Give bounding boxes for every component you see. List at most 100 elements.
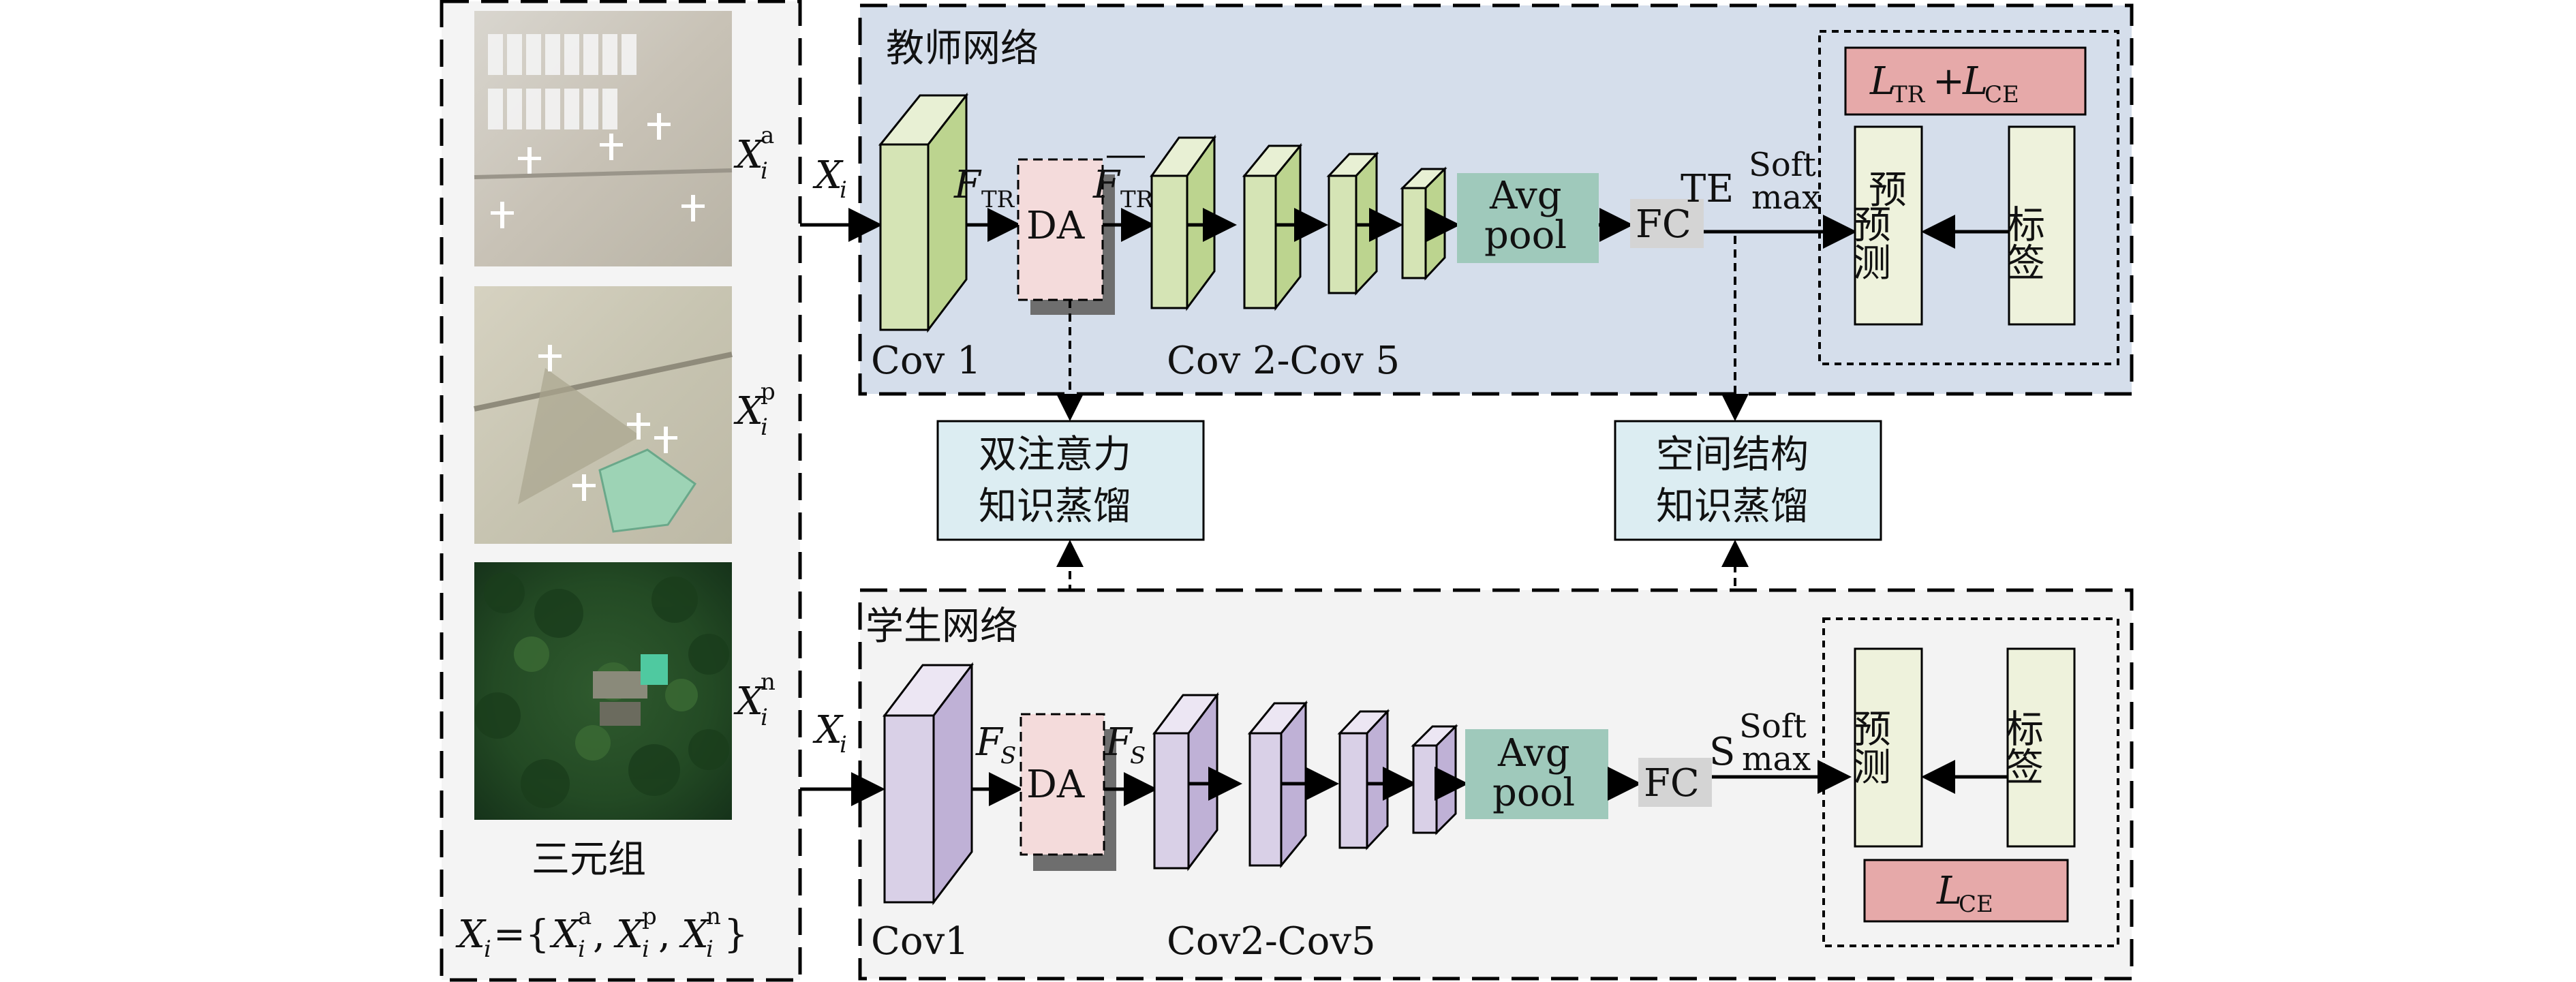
- negative-image: [474, 562, 732, 820]
- svg-text:X: X: [455, 912, 487, 957]
- svg-text:L: L: [1869, 59, 1895, 104]
- svg-text:知识蒸馏: 知识蒸馏: [1656, 485, 1809, 529]
- svg-text:FC: FC: [1636, 202, 1691, 247]
- svg-text:i: i: [761, 704, 768, 731]
- teacher-da-block: [1017, 158, 1104, 301]
- teacher-conv5-block: [1400, 166, 1447, 281]
- svg-text:i: i: [761, 414, 768, 441]
- teacher-title: 教师网络: [886, 27, 1039, 71]
- spatial-distill-box: [1614, 420, 1882, 541]
- svg-text:CE: CE: [1959, 891, 1993, 918]
- svg-text:,: ,: [593, 912, 605, 957]
- student-loss-formula: L CE: [1936, 869, 1993, 918]
- svg-text:X: X: [733, 133, 765, 177]
- dual-attention-distill-box: [936, 420, 1205, 541]
- svg-text:X: X: [812, 153, 844, 198]
- svg-text:S: S: [1130, 742, 1146, 769]
- svg-text:L: L: [1936, 869, 1962, 913]
- svg-text:i: i: [840, 177, 847, 204]
- student-feature-in-label: F S: [975, 720, 1016, 769]
- svg-text:a: a: [761, 122, 774, 149]
- teacher-predict-label: 预测: [1847, 204, 1891, 281]
- teacher-te-label: TE: [1681, 167, 1734, 211]
- svg-text:i: i: [642, 936, 649, 963]
- svg-text:X: X: [679, 912, 710, 957]
- anchor-label: X a i: [733, 122, 774, 185]
- svg-text:p: p: [761, 378, 776, 405]
- student-input-label: X i: [812, 708, 847, 758]
- anchor-image: [474, 11, 733, 266]
- svg-text:X: X: [733, 679, 765, 724]
- svg-text:L: L: [1962, 59, 1988, 104]
- teacher-da-label: DA: [1026, 204, 1085, 248]
- student-gt-box: [2006, 647, 2076, 848]
- student-conv3-block: [1247, 700, 1308, 869]
- triplet-title: 三元组: [532, 838, 646, 882]
- teacher-fc-block: [1630, 199, 1704, 248]
- svg-text:FC: FC: [1644, 761, 1700, 805]
- svg-text:i: i: [578, 936, 585, 963]
- student-conv1-label: Cov1: [871, 919, 969, 964]
- svg-text:i: i: [761, 157, 768, 185]
- svg-text:Soft: Soft: [1739, 707, 1807, 746]
- teacher-feature-out-label: F TR: [1092, 155, 1154, 213]
- svg-text:双注意力: 双注意力: [979, 433, 1131, 477]
- triplet-formula: X i ={ X a i , X p i , X n i }: [455, 903, 748, 963]
- student-conv25-label: Cov2-Cov5: [1167, 919, 1376, 964]
- positive-label: X p i: [733, 378, 776, 441]
- student-gt-label: 标签: [1999, 709, 2044, 785]
- svg-text:TR: TR: [1120, 186, 1154, 213]
- positive-image: [474, 286, 733, 544]
- svg-text:TR: TR: [981, 186, 1015, 213]
- teacher-conv1-label: Cov 1: [871, 339, 981, 383]
- svg-text:F: F: [1105, 720, 1133, 765]
- teacher-softmax-label: Soft max: [1749, 146, 1820, 217]
- teacher-conv2-block: [1150, 134, 1216, 311]
- svg-text:max: max: [1742, 740, 1811, 778]
- student-da-block: [1019, 713, 1105, 856]
- svg-text:TR: TR: [1892, 81, 1926, 108]
- student-predict-box: [1854, 647, 1923, 848]
- negative-label: X n i: [733, 669, 776, 731]
- teacher-conv25-label: Cov 2-Cov 5: [1167, 339, 1400, 383]
- svg-text:CE: CE: [1984, 81, 2019, 108]
- svg-text:F: F: [975, 720, 1004, 765]
- student-loss-region: [1822, 617, 2119, 947]
- svg-text:+: +: [1933, 59, 1965, 104]
- teacher-conv3-block: [1242, 142, 1303, 311]
- svg-text:pool: pool: [1492, 771, 1575, 815]
- svg-text:空间结构: 空间结构: [1656, 433, 1809, 477]
- svg-text:}: }: [724, 912, 748, 957]
- svg-text:n: n: [761, 669, 776, 696]
- svg-text:a: a: [578, 903, 592, 930]
- svg-text:p: p: [642, 903, 657, 930]
- student-softmax-label: Soft max: [1739, 707, 1811, 778]
- svg-text:预: 预: [1869, 168, 1907, 213]
- svg-text:n: n: [706, 903, 721, 930]
- student-avgpool-block: [1465, 729, 1608, 819]
- svg-text:F: F: [953, 163, 982, 207]
- svg-text:pool: pool: [1484, 213, 1567, 258]
- svg-text:知识蒸馏: 知识蒸馏: [979, 485, 1131, 529]
- svg-text:X: X: [812, 708, 844, 752]
- student-conv4-block: [1337, 709, 1390, 850]
- teacher-conv1-block: [878, 92, 969, 333]
- student-fc-block: [1638, 758, 1712, 807]
- svg-text:,: ,: [658, 912, 671, 957]
- svg-text:Soft: Soft: [1749, 146, 1816, 184]
- student-title: 学生网络: [865, 604, 1018, 649]
- student-predict-label: 预测: [1847, 709, 1891, 785]
- svg-text:max: max: [1751, 179, 1820, 217]
- svg-text:i: i: [840, 731, 847, 758]
- svg-text:i: i: [484, 936, 491, 963]
- student-conv1-block: [882, 662, 975, 906]
- student-loss-box: [1863, 859, 2069, 923]
- student-da-label: DA: [1026, 763, 1085, 807]
- svg-text:X: X: [549, 912, 581, 957]
- svg-text:X: X: [733, 389, 765, 433]
- svg-text:={: ={: [493, 912, 550, 957]
- svg-text:i: i: [706, 936, 714, 963]
- teacher-input-label: X i: [812, 153, 847, 204]
